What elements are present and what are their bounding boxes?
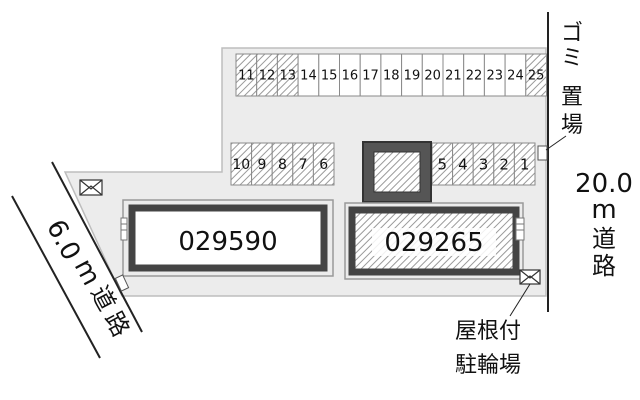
building-left: [128, 204, 328, 272]
parking-space-number: 21: [445, 69, 462, 84]
parking-space-number: 23: [486, 69, 503, 84]
parking-space-number: 9: [257, 157, 266, 173]
parking-space-number: 16: [342, 69, 359, 84]
left-road-word-1: 道: [85, 281, 121, 315]
parking-space-number: 6: [319, 157, 328, 173]
left-road-edge-outer: [11, 195, 101, 359]
garbage-leader-line: [545, 135, 567, 151]
parking-space-number: 17: [362, 69, 379, 84]
bike-parking-label-line2: 駐輪場: [455, 353, 521, 378]
bike-leader-line: [509, 283, 531, 317]
parking-space-number: 14: [300, 69, 317, 84]
parking-space: [513, 142, 536, 186]
building-right-label-backdrop: [372, 228, 496, 256]
garbage-label-char-4: 場: [561, 113, 583, 138]
right-road-word-2: 路: [592, 252, 616, 280]
bike-parking-icon-left: [79, 179, 103, 196]
garbage-label-char-3: 置: [561, 85, 583, 110]
parking-space-number: 11: [238, 69, 255, 84]
garbage-label-char-1: ゴ: [561, 21, 583, 46]
left-small-box: [114, 274, 130, 292]
building-right-steps: [515, 217, 525, 241]
parking-space-number: 10: [232, 157, 250, 173]
left-road-width: 6.0: [40, 215, 86, 266]
parking-space-number: 24: [507, 69, 524, 84]
left-road-word-2: 路: [99, 307, 135, 341]
parking-space-number: 2: [499, 155, 509, 173]
parking-space-number: 3: [479, 155, 489, 173]
parking-space-number: 13: [279, 69, 296, 84]
parking-space-number: 25: [528, 69, 545, 84]
parking-space-number: 1: [520, 155, 530, 173]
parking-space-number: 5: [438, 155, 448, 173]
parking-space-number: 18: [383, 69, 400, 84]
garbage-box: [537, 145, 548, 161]
parking-space-number: 8: [278, 157, 287, 173]
parking-space-number: 22: [466, 69, 483, 84]
garbage-label-char-2: ミ: [561, 46, 583, 71]
central-structure-inner: [373, 151, 421, 193]
right-road-word-1: 道: [592, 225, 616, 253]
right-road-width: 20.0: [575, 169, 633, 199]
bike-parking-icon-right: [519, 269, 541, 285]
parking-space-number: 15: [321, 69, 338, 84]
parking-space-number: 4: [458, 155, 468, 173]
parking-space-number: 7: [299, 157, 308, 173]
left-road-edge-inner: [51, 161, 143, 333]
parking-space-number: 20: [424, 69, 441, 84]
parking-space-number: 12: [259, 69, 276, 84]
building-right-outline: [344, 202, 524, 280]
building-left-id: 029590: [178, 227, 277, 257]
building-left-steps: [120, 217, 128, 241]
parking-space: [312, 142, 335, 186]
parking-space-number: 19: [404, 69, 421, 84]
building-right-id: 029265: [384, 228, 483, 258]
right-road-unit: m: [591, 195, 616, 225]
bike-parking-label-line1: 屋根付: [455, 319, 521, 344]
parking-space: [525, 53, 547, 97]
